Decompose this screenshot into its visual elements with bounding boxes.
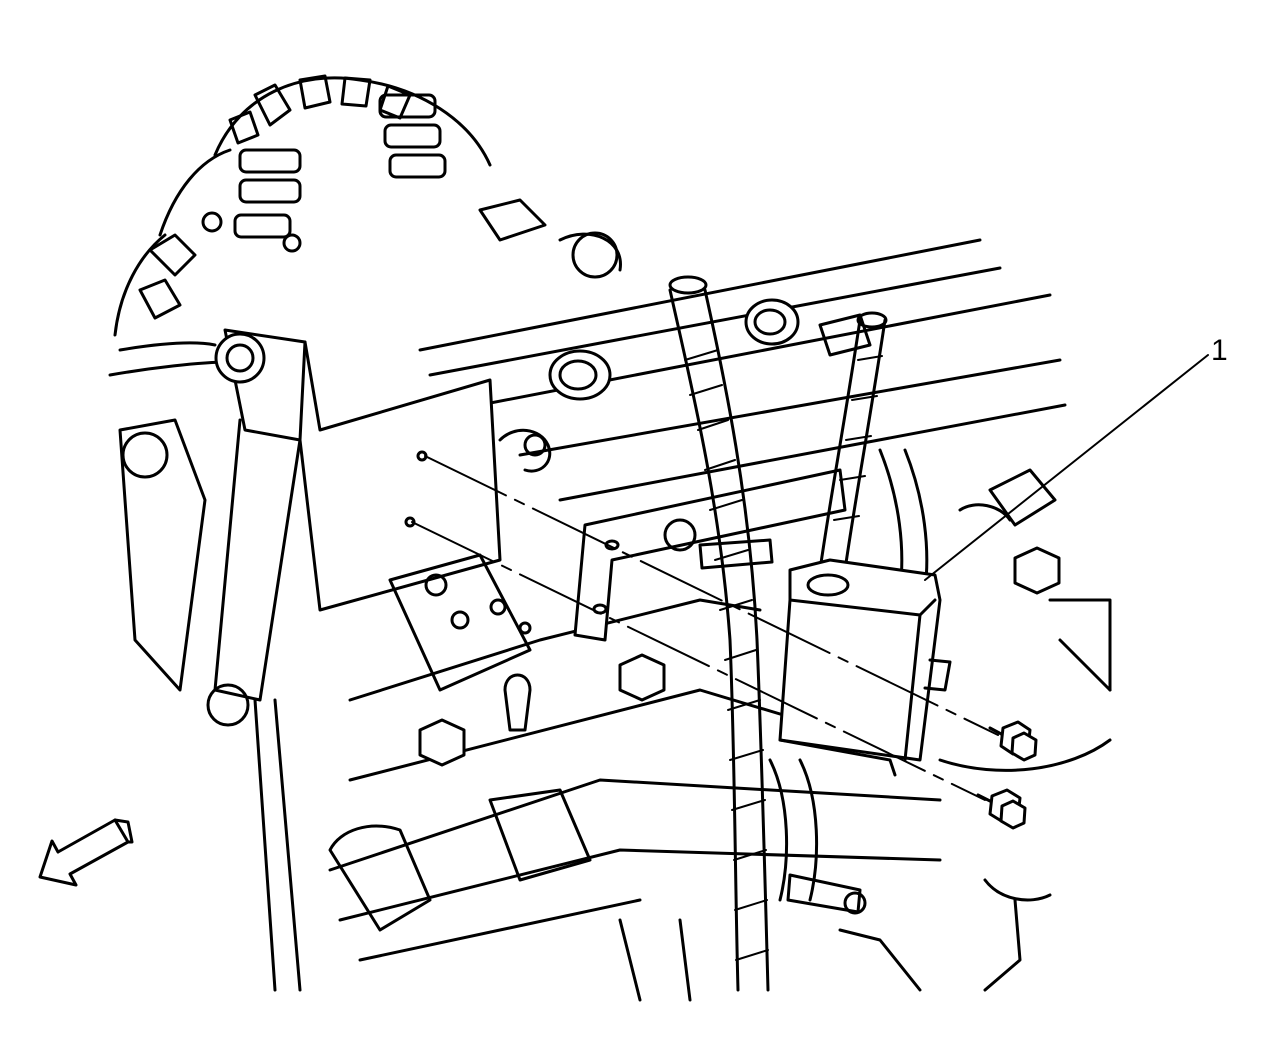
module-bracket (573, 468, 847, 642)
engine-rails (418, 198, 1067, 502)
engine-right-side (618, 468, 1112, 1002)
fastener-alignment-lines (411, 455, 999, 801)
callout-1-leader (924, 354, 1209, 581)
engine-block (328, 553, 942, 962)
generator (108, 74, 492, 377)
exploded-bolts (976, 720, 1038, 830)
front-direction-arrow-icon (38, 818, 134, 887)
wiring-harness (668, 275, 929, 992)
callout-label-1: 1 (1211, 334, 1228, 367)
module-component (778, 558, 952, 777)
mounting-bracket (118, 328, 502, 992)
rail-grommets (548, 298, 800, 401)
